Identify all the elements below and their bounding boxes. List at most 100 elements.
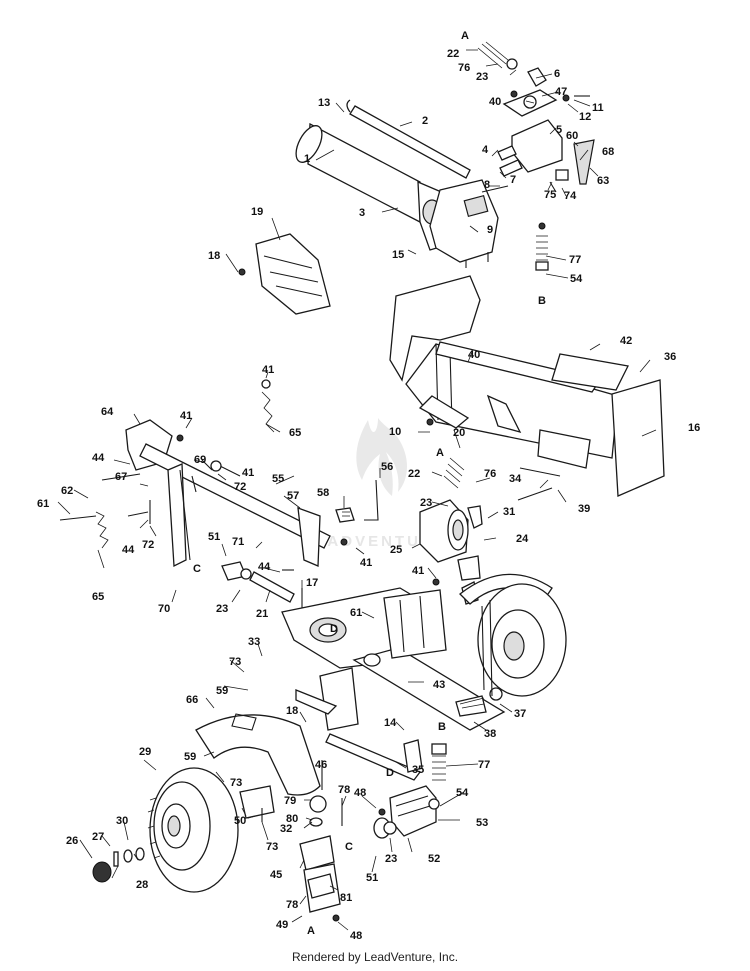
callout-number: 36 xyxy=(664,351,676,363)
connection-letter: D xyxy=(330,623,338,635)
callout-number: 42 xyxy=(620,335,632,347)
hub-parts xyxy=(92,847,145,883)
callout-number: 74 xyxy=(564,190,577,202)
connection-letter: D xyxy=(386,767,394,779)
callout-number: 23 xyxy=(476,71,488,83)
callout-number: 23 xyxy=(385,853,397,865)
callout-number: 65 xyxy=(92,591,104,603)
callout-number: 49 xyxy=(276,919,288,931)
callout-number: 46 xyxy=(315,759,327,771)
connection-letter: C xyxy=(193,563,201,575)
callout-number: 80 xyxy=(286,813,298,825)
cylinder-assembly xyxy=(295,99,499,268)
callout-number: 73 xyxy=(230,777,242,789)
connection-letter: C xyxy=(345,841,353,853)
callout-number: 11 xyxy=(592,102,604,114)
hose-coupler-22 xyxy=(477,41,518,70)
callout-number: 44 xyxy=(258,561,271,573)
callout-number: 73 xyxy=(229,656,241,668)
callout-number: 41 xyxy=(412,565,424,577)
hose-coupler-77 xyxy=(535,235,549,271)
callout-number: 22 xyxy=(408,468,420,480)
callout-number: 9 xyxy=(487,224,493,236)
callout-number: 51 xyxy=(366,872,378,884)
callout-number: 21 xyxy=(256,608,268,620)
callout-number: 44 xyxy=(122,544,135,556)
callout-number: 59 xyxy=(184,751,196,763)
callout-number: 54 xyxy=(456,787,469,799)
callout-number: 60 xyxy=(566,130,578,142)
callout-number: 25 xyxy=(390,544,402,556)
callout-number: 77 xyxy=(569,254,581,266)
callout-labels: 22 76 23 6 47 40 11 12 13 2 5 60 1 4 7 6… xyxy=(37,48,700,942)
callout-number: 8 xyxy=(484,179,490,191)
callout-number: 15 xyxy=(392,249,404,261)
filter-assembly xyxy=(419,457,483,586)
callout-number: 41 xyxy=(242,467,254,479)
right-wheel xyxy=(459,573,567,697)
callout-number: 54 xyxy=(570,273,583,285)
callout-number: 50 xyxy=(234,815,246,827)
callout-number: 73 xyxy=(266,841,278,853)
callout-number: 61 xyxy=(350,607,362,619)
render-credit: Rendered by LeadVenture, Inc. xyxy=(291,950,459,964)
callout-number: 16 xyxy=(688,422,700,434)
callout-number: 27 xyxy=(92,831,104,843)
callout-number: 77 xyxy=(478,759,490,771)
callout-number: 23 xyxy=(420,497,432,509)
callout-number: 37 xyxy=(514,708,526,720)
callout-number: 48 xyxy=(354,787,366,799)
callout-number: 61 xyxy=(37,498,49,510)
callout-number: 28 xyxy=(136,879,148,891)
callout-number: 2 xyxy=(422,115,428,127)
callout-number: 65 xyxy=(289,427,301,439)
callout-number: 10 xyxy=(389,426,401,438)
axle-stand-50 xyxy=(239,785,275,822)
callout-number: 5 xyxy=(556,124,562,136)
leader-lines xyxy=(57,49,657,931)
callout-number: 78 xyxy=(286,899,298,911)
callout-number: 19 xyxy=(251,206,263,218)
callout-number: 12 xyxy=(579,111,591,123)
watermark-text: LEADVENTURE xyxy=(302,533,448,550)
callout-number: 39 xyxy=(578,503,590,515)
callout-number: 18 xyxy=(208,250,220,262)
callout-number: 7 xyxy=(510,174,516,186)
callout-number: 57 xyxy=(287,490,299,502)
callout-number: 35 xyxy=(412,764,424,776)
callout-number: 48 xyxy=(350,930,362,942)
callout-number: 29 xyxy=(139,746,151,758)
cylinder-bracket-19 xyxy=(238,233,331,315)
connection-letter: A xyxy=(461,30,469,42)
callout-number: 55 xyxy=(272,473,284,485)
callout-number: 18 xyxy=(286,705,298,717)
callout-number: 45 xyxy=(270,869,282,881)
callout-number: 32 xyxy=(280,823,292,835)
callout-number: 52 xyxy=(428,853,440,865)
callout-number: 17 xyxy=(306,577,318,589)
callout-number: 41 xyxy=(180,410,192,422)
callout-number: 66 xyxy=(186,694,198,706)
callout-number: 3 xyxy=(359,207,365,219)
callout-number: 47 xyxy=(555,86,567,98)
connection-letter: A xyxy=(436,447,444,459)
callout-number: 14 xyxy=(384,717,397,729)
callout-number: 51 xyxy=(208,531,220,543)
callout-number: 41 xyxy=(360,557,372,569)
callout-number: 72 xyxy=(234,481,246,493)
callout-number: 79 xyxy=(284,795,296,807)
callout-number: 58 xyxy=(317,487,329,499)
callout-number: 70 xyxy=(158,603,170,615)
callout-number: 53 xyxy=(476,817,488,829)
callout-number: 71 xyxy=(232,536,244,548)
callout-number: 1 xyxy=(304,153,310,165)
callout-number: 41 xyxy=(262,364,274,376)
callout-number: 4 xyxy=(482,144,489,156)
tongue-assembly xyxy=(59,379,331,568)
callout-number: 56 xyxy=(381,461,393,473)
connection-letters: A B A B C D C D A xyxy=(193,30,546,937)
callout-number: 6 xyxy=(554,68,560,80)
jack-stand xyxy=(299,760,343,922)
callout-number: 75 xyxy=(544,189,556,201)
